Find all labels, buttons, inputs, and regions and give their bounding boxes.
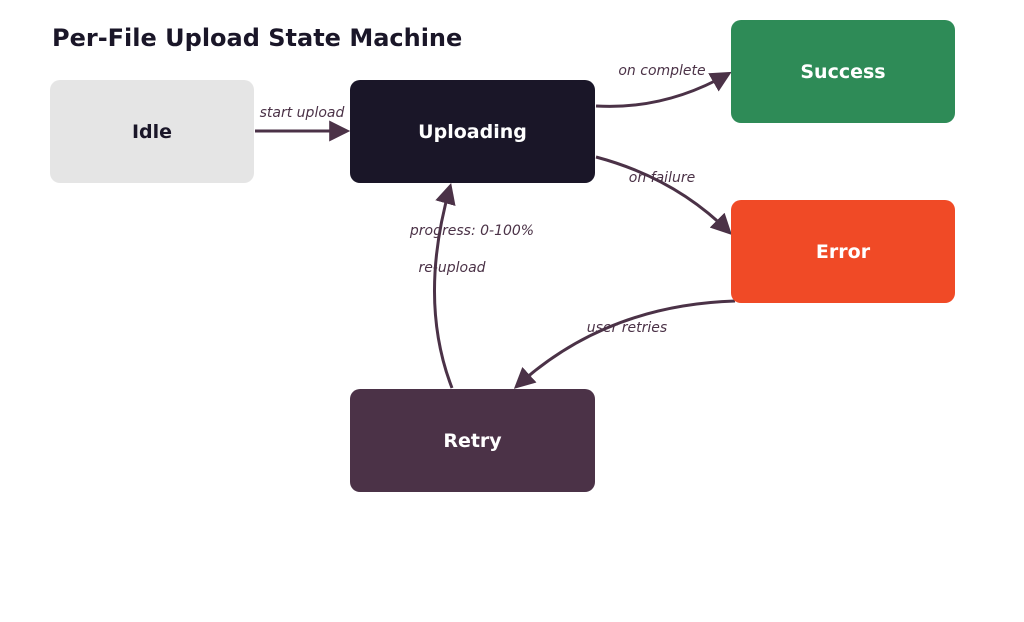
state-uploading: Uploading	[350, 80, 595, 183]
state-idle: Idle	[50, 80, 254, 183]
edge-label-start-upload: start upload	[260, 105, 345, 121]
edge-on-complete	[595, 71, 732, 108]
state-retry: Retry	[350, 389, 595, 492]
diagram-title: Per-File Upload State Machine	[52, 24, 463, 52]
state-error: Error	[731, 200, 955, 303]
edge-label-on-failure: on failure	[629, 170, 695, 186]
edge-label-on-complete: on complete	[618, 63, 705, 79]
edge-label-user-retries: user retries	[587, 320, 667, 336]
edge-on-failure	[595, 155, 732, 235]
edge-label-re-upload: re-upload	[418, 260, 485, 276]
edge-re-upload	[433, 182, 456, 389]
state-success: Success	[731, 20, 955, 123]
edge-label-progress: progress: 0-100%	[409, 223, 534, 239]
edge-user-retries	[513, 299, 736, 389]
